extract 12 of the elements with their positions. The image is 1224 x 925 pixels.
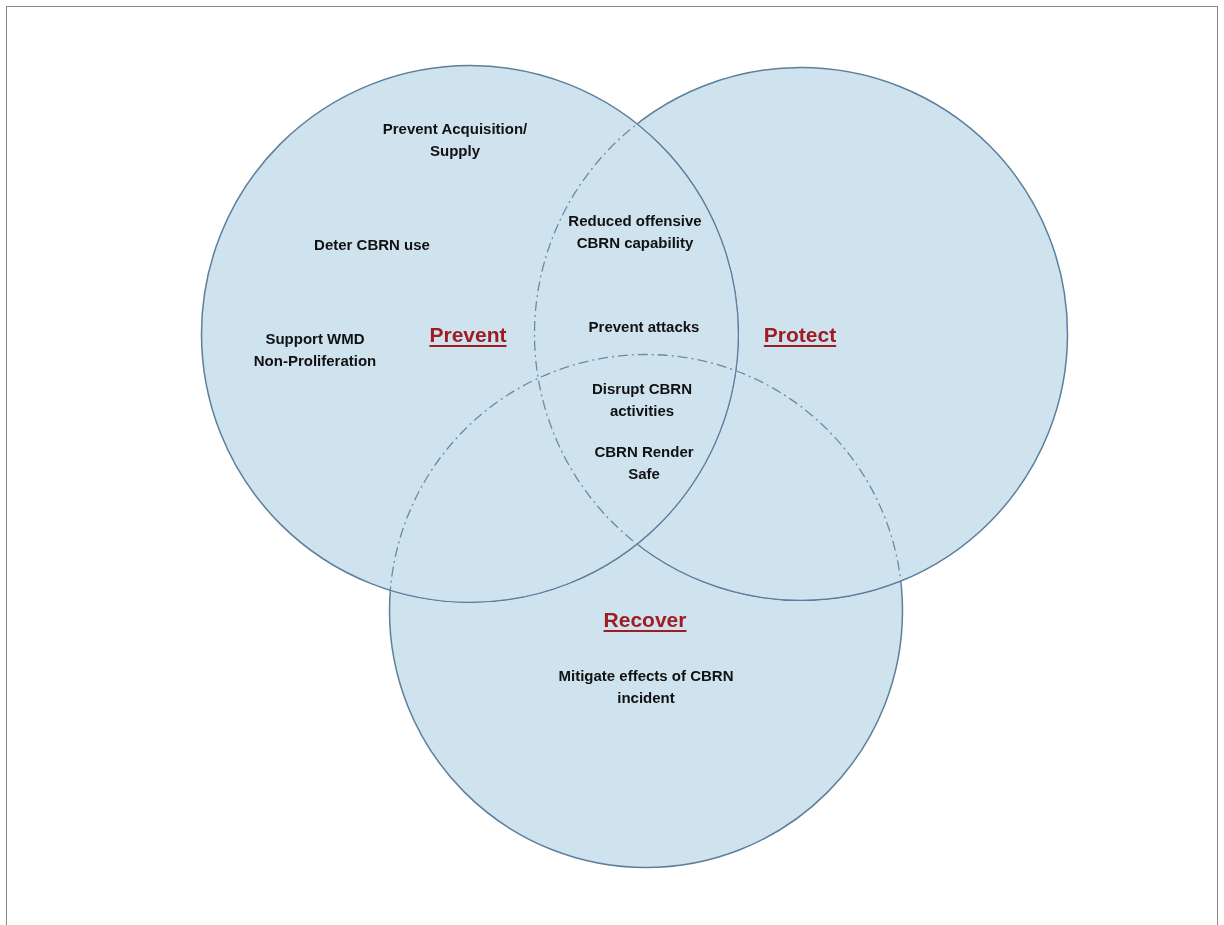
overlap-label: Reduced offensive CBRN capability	[567, 211, 703, 253]
venn-circle	[389, 354, 903, 868]
circle-heading: Protect	[762, 322, 838, 348]
overlap-label: Prevent attacks	[587, 317, 701, 337]
overlap-label: CBRN Render Safe	[593, 442, 695, 484]
circle-item: Support WMD Non-Proliferation	[252, 329, 378, 371]
circle-heading: Prevent	[428, 322, 508, 348]
circle-item: Mitigate effects of CBRN incident	[557, 666, 735, 708]
circle-item: Deter CBRN use	[313, 235, 431, 255]
overlap-label: Disrupt CBRN activities	[591, 379, 693, 421]
circle-item: Prevent Acquisition/ Supply	[381, 119, 529, 161]
circle-heading: Recover	[602, 607, 688, 633]
